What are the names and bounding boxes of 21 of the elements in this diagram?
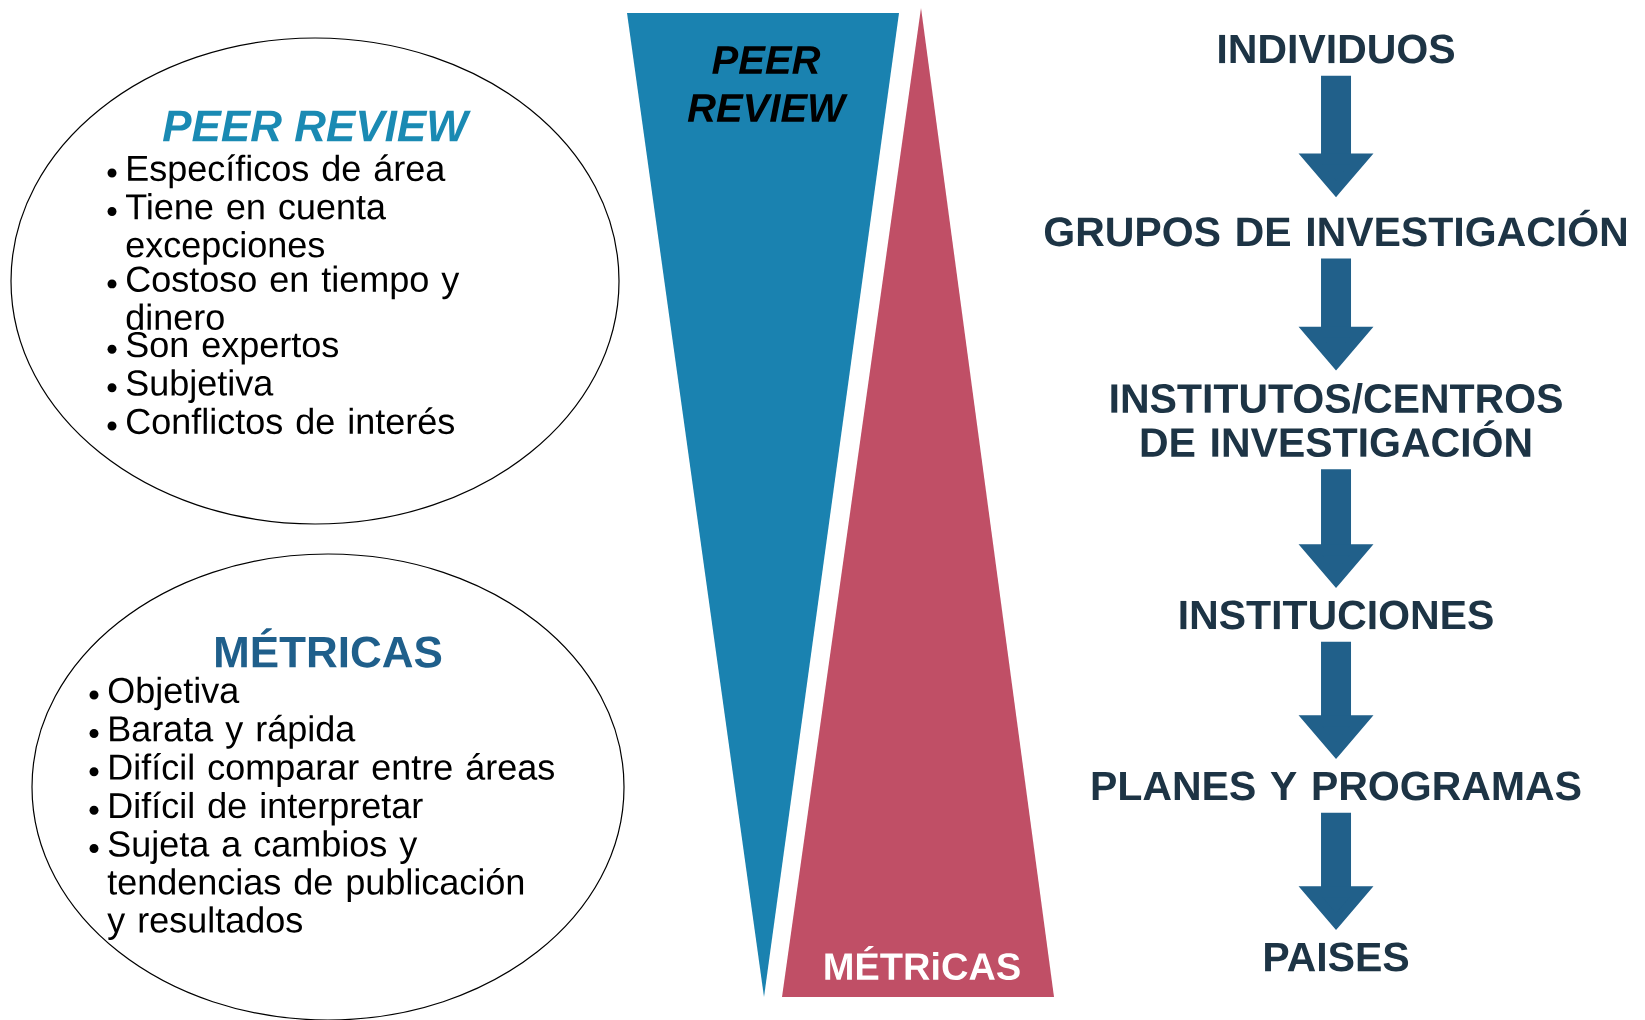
bullet-item: Subjetiva [107,369,274,403]
bullet-item: Sujeta a cambios y tendencias de publicación y resultados [89,830,524,940]
level-label: INDIVIDUOS [1219,34,1454,64]
bullet-item: Específicos de área [107,154,446,189]
level-label: INSTITUTOS/CENTROS DE INVESTIGACIÓN [1111,382,1562,458]
bullet-item: Conflictos de interés [107,407,454,435]
triangle-label: PEER REVIEW [687,46,848,122]
triangle-label: MÉTRiCAS [825,946,1020,981]
bullet-item: Son expertos [107,331,338,365]
ellipse-heading: PEER REVIEW [162,110,471,142]
bullet-item: Barata y rápida [89,714,356,749]
bullet-item: Objetiva [89,676,240,711]
level-label: PLANES Y PROGRAMAS [1092,771,1581,801]
level-label: GRUPOS DE INVESTIGACIÓN [1044,209,1626,247]
bullet-item: Difícil de interpretar [89,791,423,826]
bullet-item: Difícil comparar entre áreas [89,753,554,788]
ellipse-heading: MÉTRICAS [216,628,442,668]
bullet-item: Tiene en cuenta excepciones [107,193,386,265]
bullet-item: Costoso en tiempo y dinero [107,265,460,330]
level-label: PAISES [1265,942,1409,972]
level-label: INSTITUCIONES [1180,600,1493,630]
